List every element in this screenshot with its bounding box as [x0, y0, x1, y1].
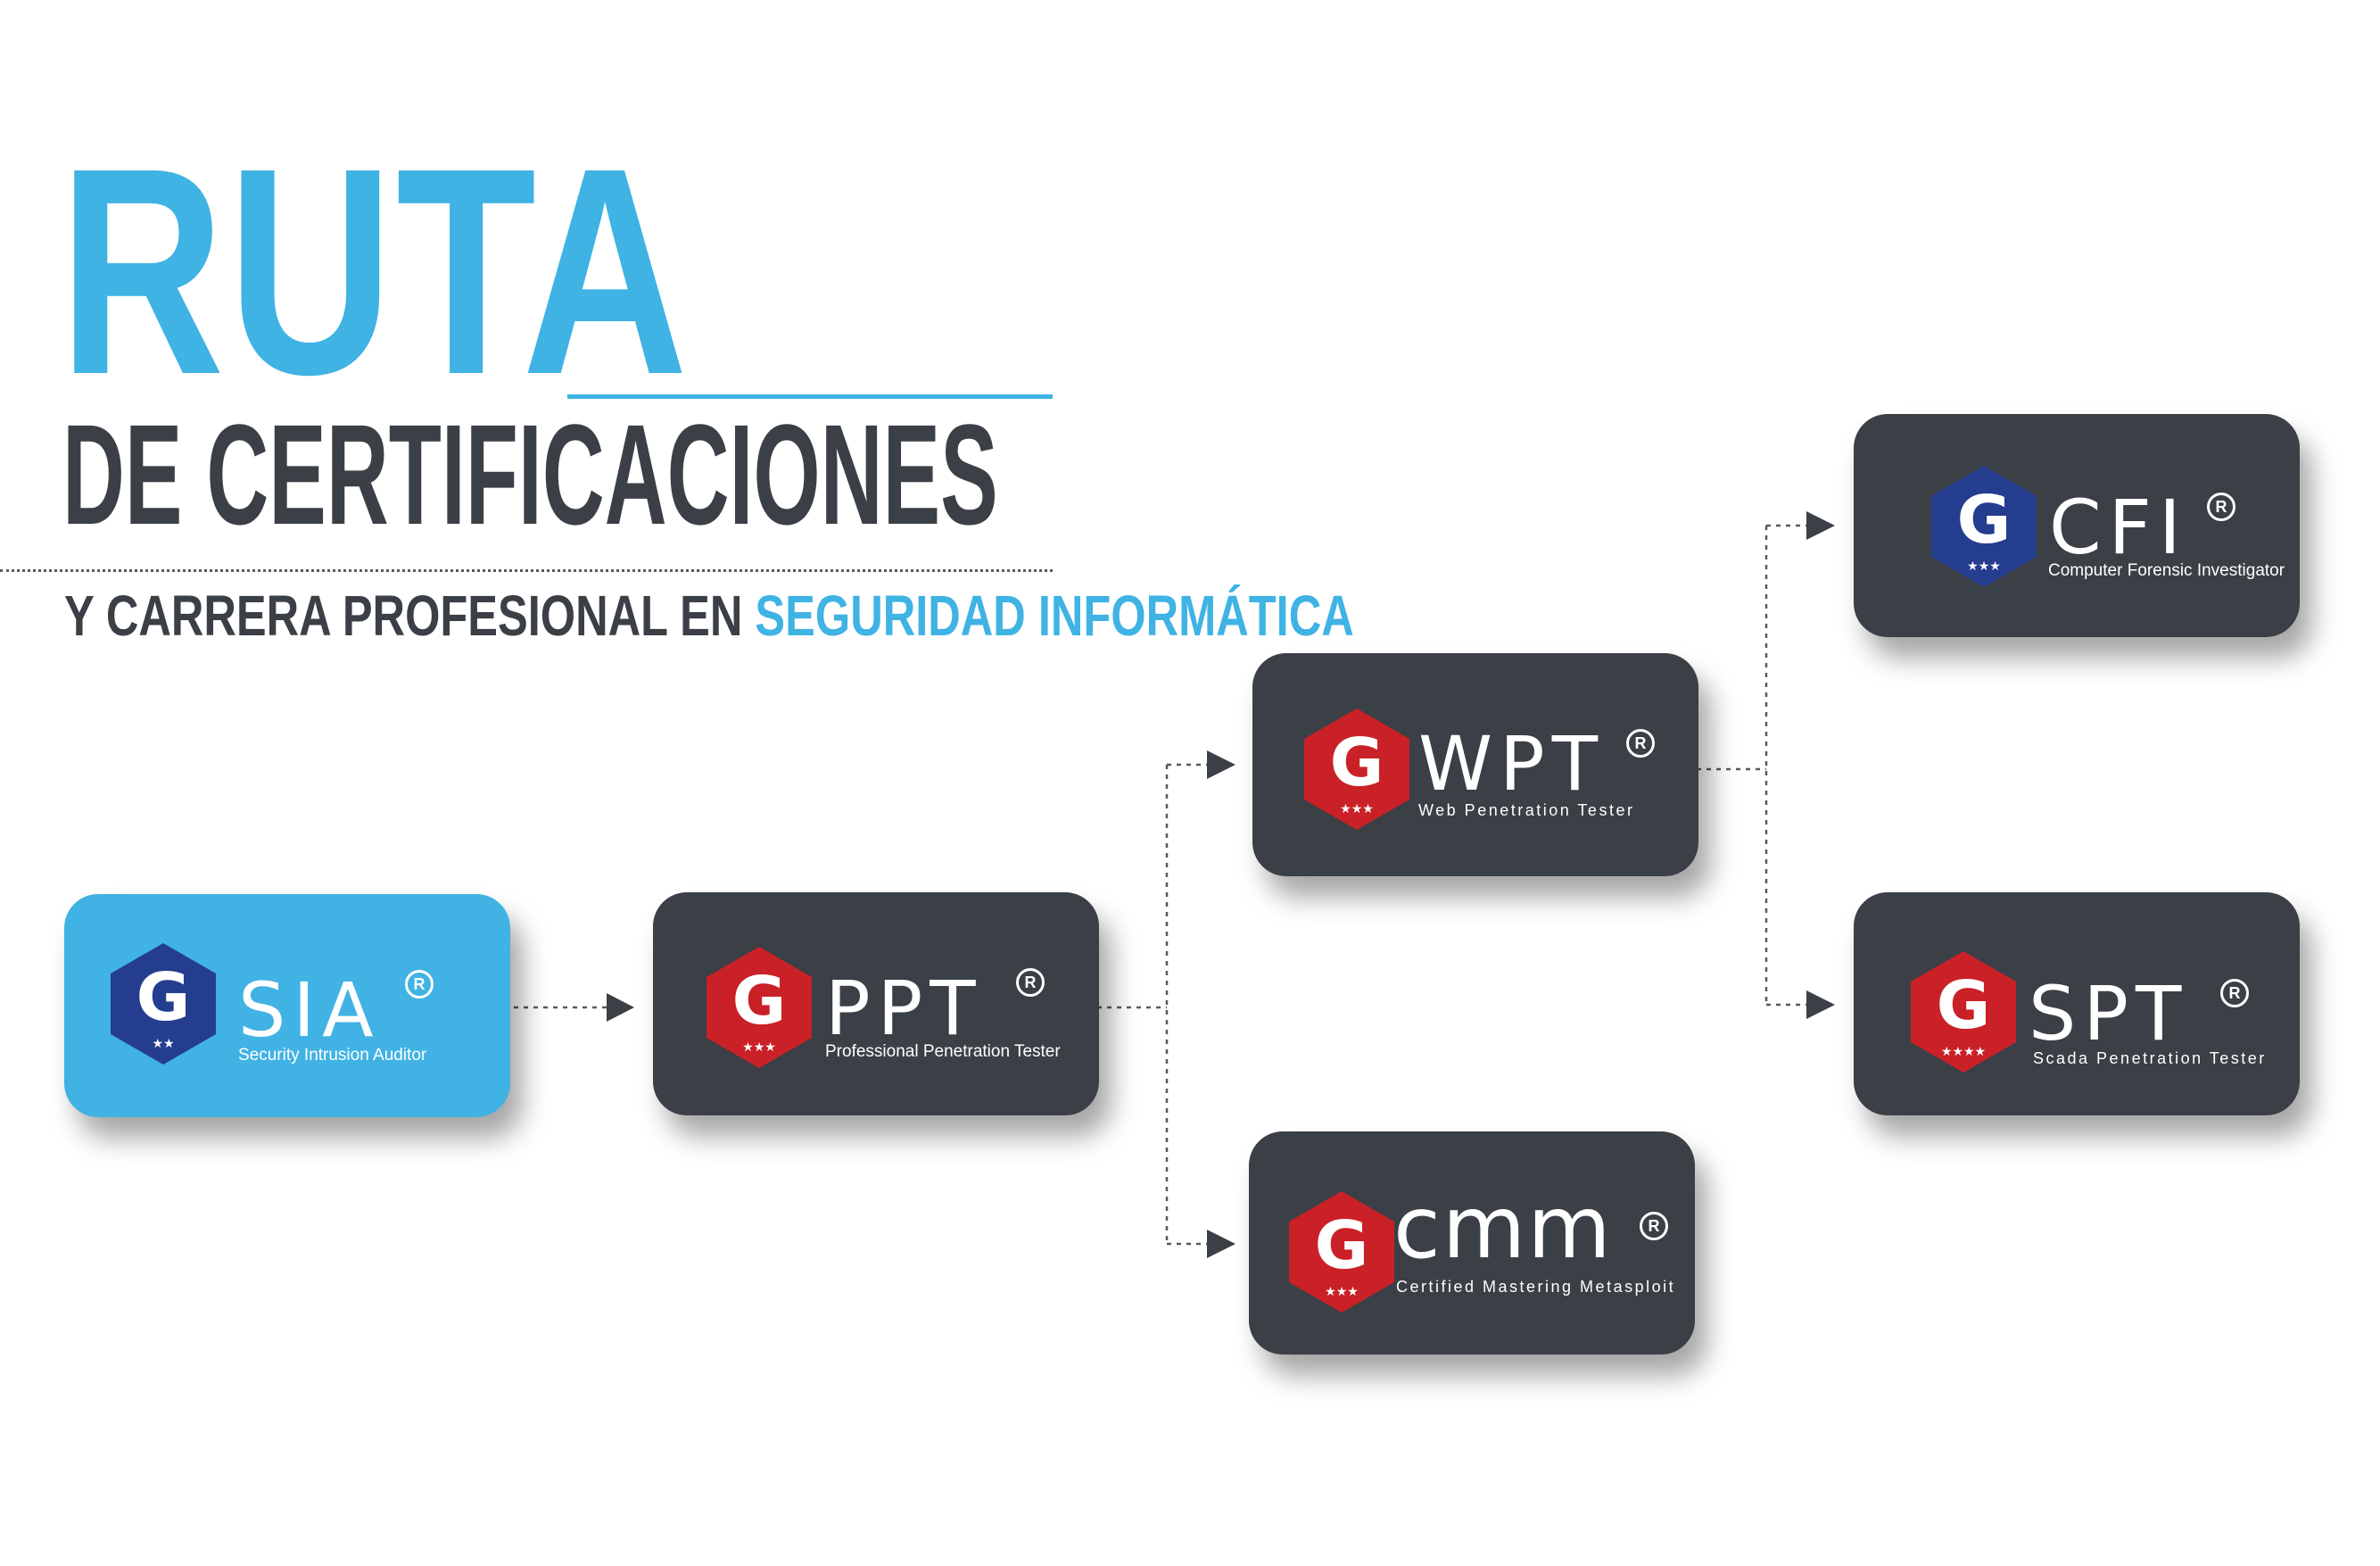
cert-code: SIA	[238, 966, 381, 1054]
cert-card-gppt: G ★★★ PPT R Professional Penetration Tes…	[653, 892, 1099, 1115]
cert-subtitle: Scada Penetration Tester	[2033, 1049, 2267, 1067]
cert-code: cmm	[1393, 1178, 1613, 1278]
cert-code: WPT	[1418, 720, 1606, 808]
cert-code: SPT	[2029, 970, 2189, 1057]
cert-card-gsia: G ★★ SIA R Security Intrusion Auditor	[64, 894, 510, 1117]
badge-stars: ★★	[152, 1037, 174, 1051]
arrow-head-gcfi	[1806, 511, 1835, 540]
g-hexagon-icon: G ★★★	[1289, 1191, 1394, 1313]
arrow-head-gppt	[607, 993, 634, 1022]
tagline: Y CARRERA PROFESIONAL EN SEGURIDAD INFOR…	[64, 584, 1354, 648]
title-ruta: RUTA	[59, 106, 691, 435]
g-hexagon-icon: G ★★★	[707, 947, 812, 1068]
badge-stars: ★★★	[1967, 559, 2001, 574]
badge-stars: ★★★★	[1941, 1045, 1986, 1059]
badge-letter: G	[1315, 1207, 1369, 1284]
dotted-divider	[0, 569, 1053, 572]
cert-card-gwpt: G ★★★ WPT R Web Penetration Tester	[1252, 653, 1698, 876]
badge-stars: ★★★	[1340, 802, 1374, 816]
registered-mark: R	[1640, 1212, 1668, 1240]
g-hexagon-icon: G ★★	[111, 943, 216, 1065]
badge-letter: G	[1937, 967, 1991, 1044]
badge-letter: G	[732, 963, 787, 1040]
badge-letter: G	[1330, 725, 1384, 801]
cert-card-gspt: G ★★★★ SPT R Scada Penetration Tester	[1854, 892, 2300, 1115]
badge-stars: ★★★	[742, 1040, 776, 1055]
registered-mark: R	[1016, 968, 1045, 997]
cert-subtitle: Security Intrusion Auditor	[238, 1046, 427, 1065]
cert-subtitle: Professional Penetration Tester	[825, 1042, 1061, 1061]
cert-subtitle: Computer Forensic Investigator	[2048, 561, 2285, 580]
arrow-head-gcmm	[1207, 1230, 1235, 1258]
registered-mark: R	[2220, 979, 2249, 1007]
cert-code: PPT	[825, 965, 983, 1052]
g-hexagon-icon: G ★★★★	[1911, 951, 2016, 1073]
registered-mark: R	[2207, 493, 2235, 521]
registered-mark: R	[1626, 729, 1655, 758]
registered-mark: R	[405, 970, 434, 998]
tagline-highlight: SEGURIDAD INFORMÁTICA	[755, 584, 1354, 648]
tagline-prefix: Y CARRERA PROFESIONAL EN	[64, 584, 756, 648]
cert-subtitle: Web Penetration Tester	[1418, 801, 1635, 819]
arrow-head-gwpt	[1207, 750, 1235, 779]
cert-card-gcfi: G ★★★ CFI R Computer Forensic Investigat…	[1854, 414, 2300, 637]
cert-code: CFI	[2049, 484, 2188, 571]
g-hexagon-icon: G ★★★	[1931, 466, 2037, 587]
cert-card-gcmm: G ★★★ cmm R Certified Mastering Metasplo…	[1249, 1131, 1695, 1355]
badge-letter: G	[136, 959, 191, 1036]
g-hexagon-icon: G ★★★	[1304, 708, 1409, 830]
badge-letter: G	[1957, 482, 2012, 559]
title-de-certificaciones: DE CERTIFICACIONES	[62, 394, 998, 554]
badge-stars: ★★★	[1325, 1285, 1359, 1299]
title-underline	[567, 394, 1053, 399]
arrow-head-gspt	[1806, 990, 1835, 1019]
cert-subtitle: Certified Mastering Metasploit	[1396, 1278, 1676, 1296]
